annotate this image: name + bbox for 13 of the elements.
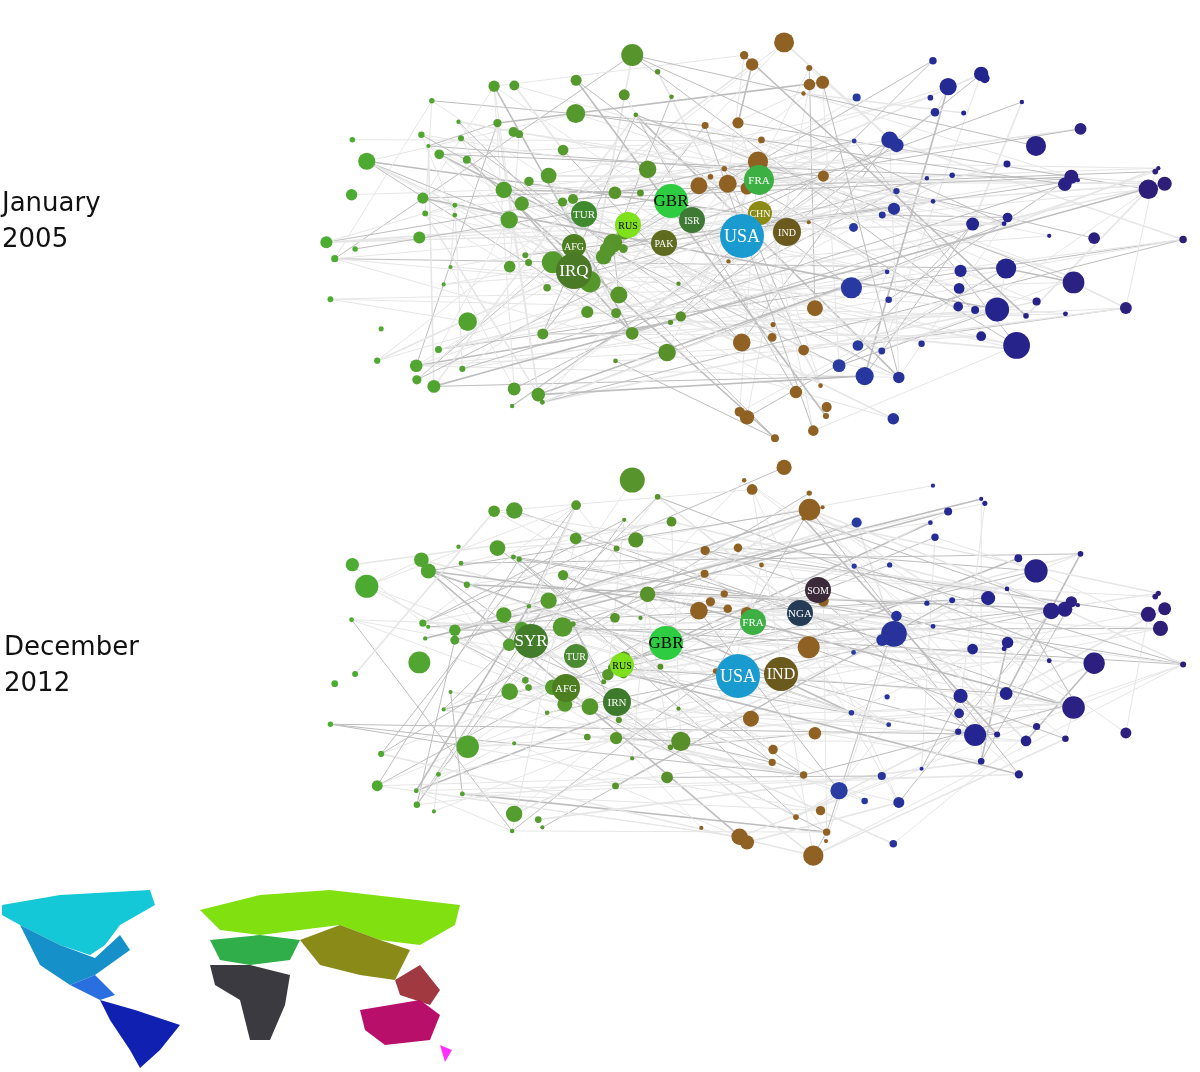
country-node: IND <box>764 657 798 691</box>
country-node: IRN <box>603 688 631 716</box>
period-label: January 2005 <box>2 186 102 255</box>
country-node: IND <box>773 218 801 246</box>
country-node: RUS <box>615 212 641 238</box>
country-node: USA <box>716 654 760 698</box>
country-node: SOM <box>805 577 831 603</box>
period-label: December 2012 <box>4 630 140 699</box>
country-node: TUR <box>564 644 588 668</box>
country-node: TUR <box>571 201 597 227</box>
country-node: FRA <box>740 609 766 635</box>
country-node: NGA <box>787 600 813 626</box>
country-node: AFG <box>552 674 580 702</box>
